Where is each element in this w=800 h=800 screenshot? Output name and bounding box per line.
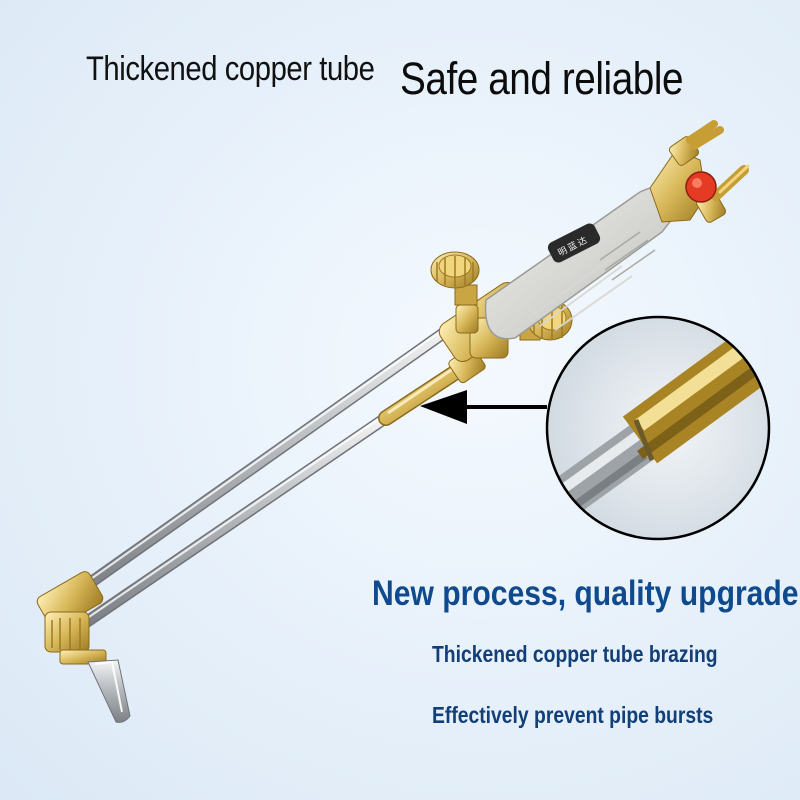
rear-valve-fittings [649,120,750,223]
upper-steel-tube [74,319,461,596]
arrow-left-icon [420,390,547,424]
handle-grip [484,186,677,340]
lower-steel-tube [79,409,396,629]
header-right-title: Safe and reliable [400,53,684,104]
feature-item-burst-prevention: Effectively prevent pipe bursts [432,702,714,728]
oxygen-knob [430,251,480,306]
features-headline: New process, quality upgrade [372,574,799,613]
torch-head [36,571,107,665]
header-left-title: Thickened copper tube [86,50,375,88]
cutting-nozzle [87,659,131,723]
zoom-detail-circle [545,315,771,541]
feature-item-brazing: Thickened copper tube brazing [432,641,718,667]
